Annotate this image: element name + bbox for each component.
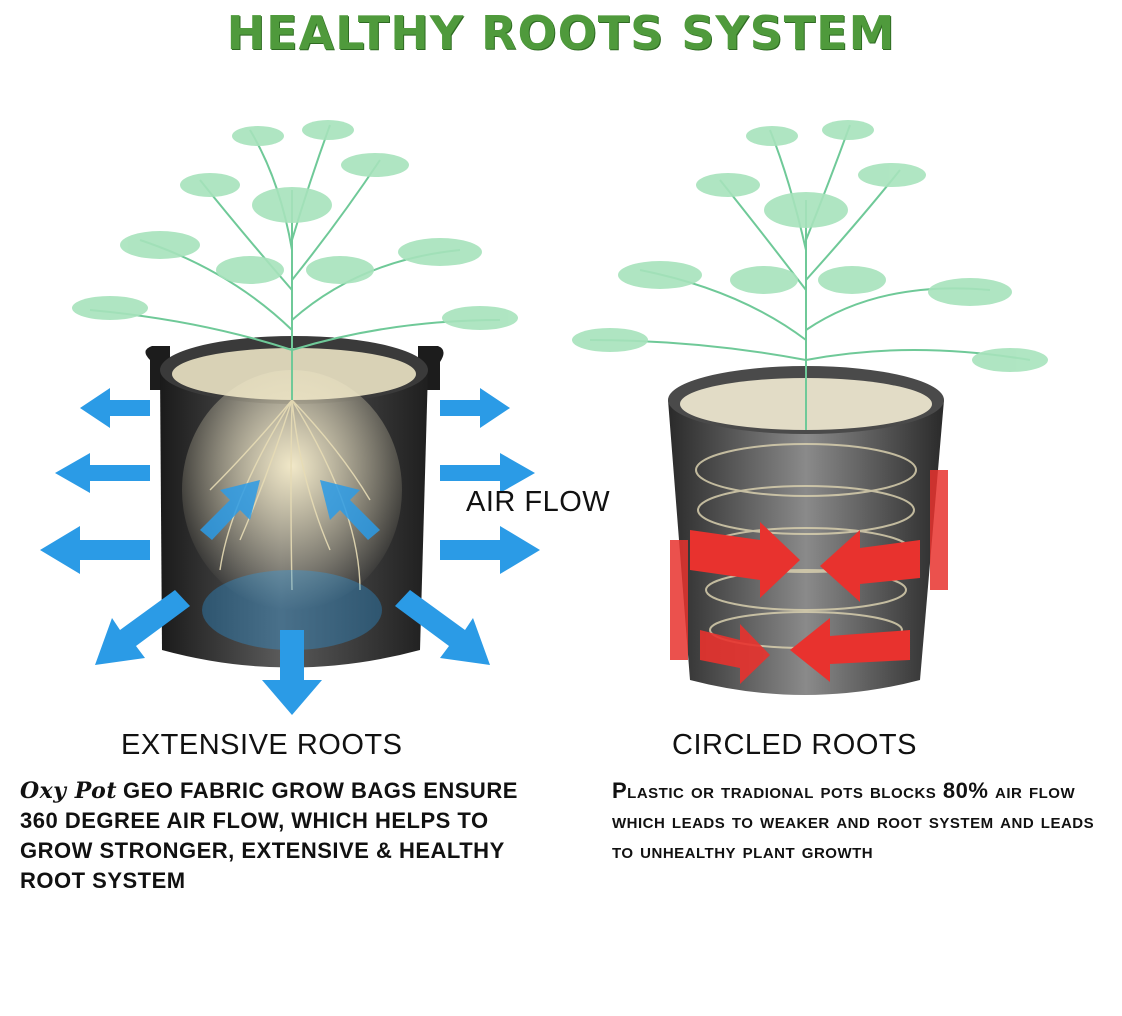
circled-roots-heading: CIRCLED ROOTS — [672, 729, 917, 761]
page-title: HEALTHY ROOTS SYSTEM — [226, 6, 896, 60]
circled-roots-description: Plastic or tradional pots blocks 80% air… — [612, 778, 1095, 863]
brand-name: Oxy Pot — [20, 778, 118, 804]
airflow-label: AIR FLOW — [466, 486, 611, 518]
extensive-roots-text: GEO FABRIC GROW BAGS ENSURE 360 DEGREE A… — [20, 778, 518, 893]
extensive-roots-heading: EXTENSIVE ROOTS — [121, 729, 403, 761]
red-blocked-airflow-arrows — [670, 470, 948, 684]
roots-illustration — [40, 120, 1048, 715]
fabric-grow-bag — [145, 336, 444, 668]
blue-airflow-arrows — [40, 388, 540, 715]
